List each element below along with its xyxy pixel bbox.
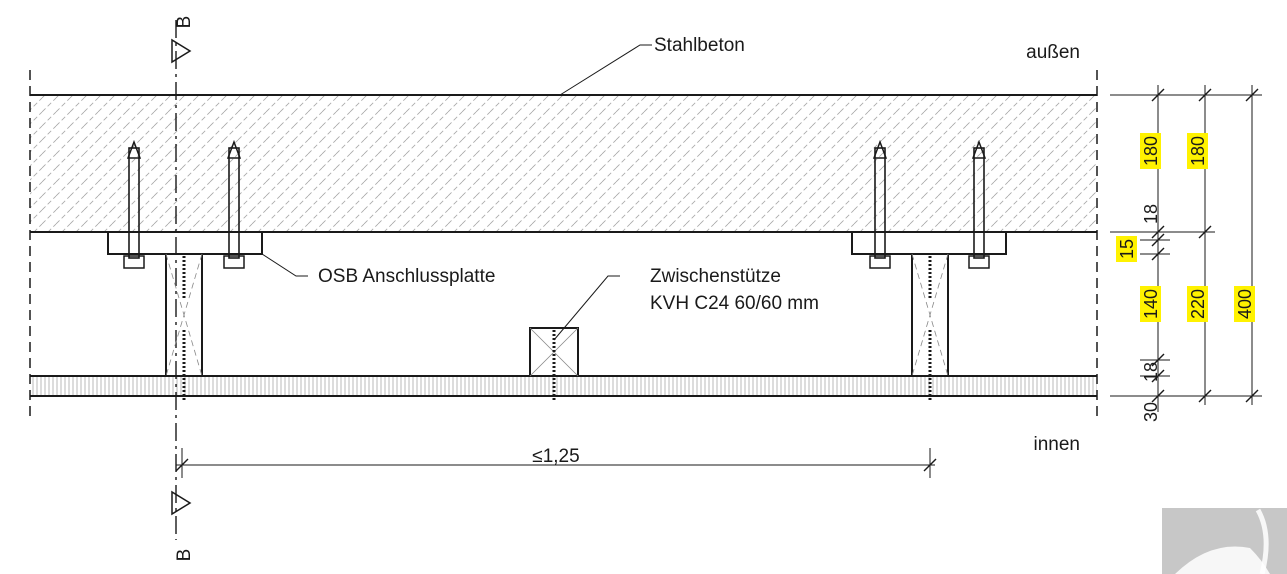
break-lines	[29, 70, 1098, 420]
section-line-b	[171, 20, 192, 540]
dim-col2-concrete: 180	[1188, 136, 1208, 166]
label-inside: innen	[1034, 434, 1081, 455]
leader-lines	[261, 44, 652, 341]
label-outside: außen	[1026, 42, 1080, 63]
cladding-board	[30, 375, 1097, 397]
label-support-line1: Zwischenstütze	[650, 266, 781, 287]
label-span: ≤1,25	[532, 446, 579, 467]
logo-mark-icon	[1162, 508, 1287, 574]
dim-col1-osb: 15	[1117, 239, 1137, 259]
dim-col3-total: 400	[1235, 289, 1255, 319]
dim-col1-batten: 140	[1141, 289, 1161, 319]
span-dimension	[175, 448, 937, 478]
concrete-slab	[30, 94, 1097, 233]
dim-col1-cladding: 30	[1141, 402, 1161, 422]
intermediate-support	[529, 327, 579, 400]
dim-col1-gap: 18	[1141, 204, 1161, 224]
label-concrete: Stahlbeton	[654, 35, 745, 56]
label-osb-plate: OSB Anschlussplatte	[318, 266, 495, 287]
section-mark-bottom: B	[174, 549, 195, 562]
label-support-line2: KVH C24 60/60 mm	[650, 293, 819, 314]
section-mark-top: B	[174, 16, 195, 29]
dim-col1-cladding-gap: 18	[1141, 362, 1161, 382]
dimension-highlights	[1116, 133, 1255, 322]
right-bracket	[851, 139, 1007, 400]
dim-col1-concrete: 180	[1141, 136, 1161, 166]
dim-col2-substructure: 220	[1188, 289, 1208, 319]
left-bracket	[107, 139, 263, 400]
